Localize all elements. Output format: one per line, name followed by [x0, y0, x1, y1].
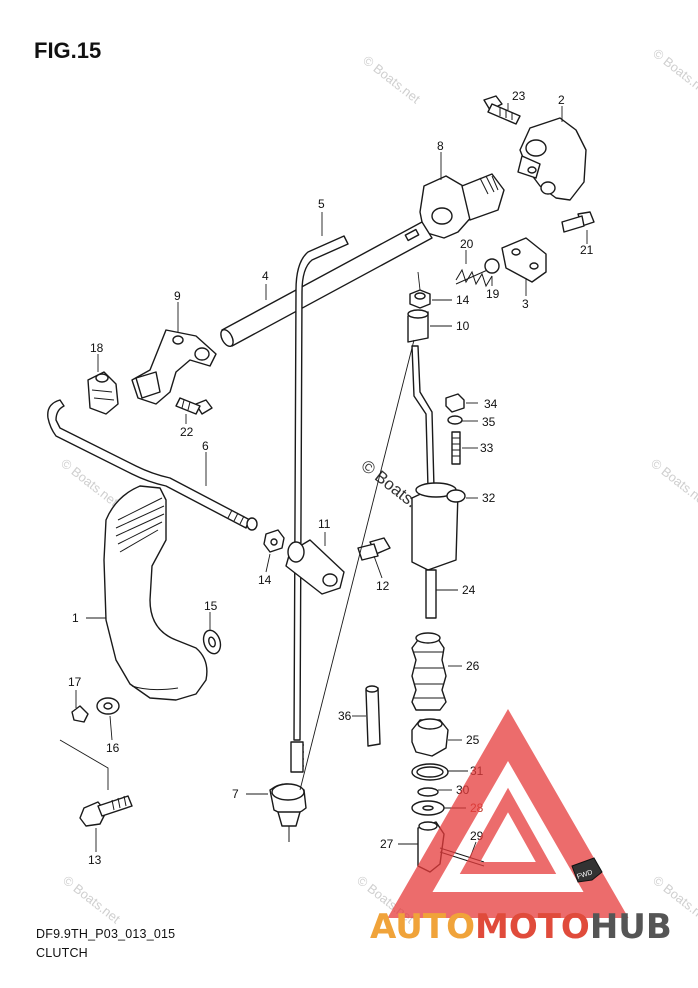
- part-label: 23: [512, 89, 526, 103]
- part-6-rod: [47, 399, 258, 531]
- part-18-clip: [87, 371, 119, 415]
- logo-brand: AUTOMOTOHUB: [370, 907, 672, 947]
- part-label: 17: [68, 675, 82, 689]
- part-label: 14: [258, 573, 272, 587]
- part-12-bolt: [357, 537, 391, 561]
- part-22-bolt: [175, 397, 213, 415]
- part-label: 16: [106, 741, 120, 755]
- part-26-boot: [411, 632, 447, 711]
- part-28-washer: [411, 800, 445, 816]
- logo-brand-hub: HUB: [590, 907, 672, 947]
- part-label: 5: [318, 197, 325, 211]
- part-10-collar: [407, 309, 429, 343]
- part-labels: 23 2 8 5 4 9 18 22 6 11 14 12 15 1 17 16…: [68, 89, 594, 867]
- watermark-text: © Boats.net: [360, 53, 423, 107]
- fwd-arrow: FWD: [571, 857, 603, 883]
- watermark-layer: © Boats.net © Boats.net © Boats.net © Bo…: [58, 46, 698, 927]
- part-label: 14: [456, 293, 470, 307]
- part-13-bolt: [79, 795, 133, 827]
- logo-triangle: [387, 708, 629, 918]
- part-label: 22: [180, 425, 194, 439]
- part-36-pin: [365, 685, 381, 747]
- part-15-washer: [202, 629, 222, 655]
- part-label: 26: [466, 659, 480, 673]
- part-11-link: [285, 539, 345, 595]
- part-4-shaft: [220, 221, 433, 347]
- automotohub-logo: FWD AUTOMOTOHUB: [370, 708, 672, 947]
- part-16-washer: [96, 697, 120, 715]
- part-label: 27: [380, 837, 394, 851]
- part-label: 20: [460, 237, 474, 251]
- part-label: 13: [88, 853, 102, 867]
- part-label: 10: [456, 319, 470, 333]
- part-label: 36: [338, 709, 352, 723]
- part-label: 32: [482, 491, 496, 505]
- figure-title: FIG.15: [34, 38, 102, 63]
- part-label: 35: [482, 415, 496, 429]
- part-23-bolt: [483, 95, 521, 125]
- part-1-pedal-handle: [103, 485, 208, 701]
- part-label: 15: [204, 599, 218, 613]
- part-14-nut-upper: [409, 289, 431, 309]
- watermark-text: © Boats.net: [60, 873, 123, 927]
- logo-brand-auto: AUTO: [370, 907, 475, 947]
- logo-brand-moto: MOTO: [475, 907, 590, 947]
- part-33-stud: [451, 431, 461, 465]
- part-label: 11: [318, 517, 331, 531]
- part-25-seal: [411, 718, 449, 757]
- part-label: 1: [72, 611, 79, 625]
- fwd-arrow-text: FWD: [576, 869, 593, 881]
- part-label: 4: [262, 269, 269, 283]
- part-21-bolt: [561, 211, 595, 233]
- part-label: 6: [202, 439, 209, 453]
- part-label: 8: [437, 139, 444, 153]
- part-label: 34: [484, 397, 498, 411]
- part-label: 33: [480, 441, 494, 455]
- part-label: 25: [466, 733, 480, 747]
- part-label: 19: [486, 287, 500, 301]
- part-31-o-ring: [411, 763, 449, 781]
- part-9-lever: [131, 329, 217, 405]
- watermark-text: © Boats.net: [648, 456, 698, 510]
- part-label: 7: [232, 787, 239, 801]
- part-label: 2: [558, 93, 565, 107]
- part-34-nut: [445, 393, 465, 413]
- part-24-shaft: [411, 345, 459, 619]
- part-label: 21: [580, 243, 594, 257]
- part-label: 18: [90, 341, 104, 355]
- part-label: 3: [522, 297, 529, 311]
- part-17-clip: [71, 705, 89, 723]
- part-14-nut-lower: [263, 529, 285, 553]
- part-30-washer: [417, 787, 439, 797]
- part-3-cam-plate: [501, 237, 547, 283]
- part-8-lever: [419, 173, 505, 239]
- figure-code: DF9.9TH_P03_013_015: [36, 927, 176, 941]
- figure-name: CLUTCH: [36, 946, 88, 960]
- part-35-washer: [447, 415, 463, 425]
- part-19-ball: [484, 258, 500, 274]
- part-32-housing: [446, 489, 466, 503]
- watermark-text: © Boats.net: [650, 46, 698, 100]
- part-5-rod: [290, 235, 349, 773]
- part-label: 12: [376, 579, 390, 593]
- part-label: 9: [174, 289, 181, 303]
- part-2-bracket: [517, 117, 587, 201]
- part-7-grommet: [269, 783, 307, 842]
- part-label: 24: [462, 583, 476, 597]
